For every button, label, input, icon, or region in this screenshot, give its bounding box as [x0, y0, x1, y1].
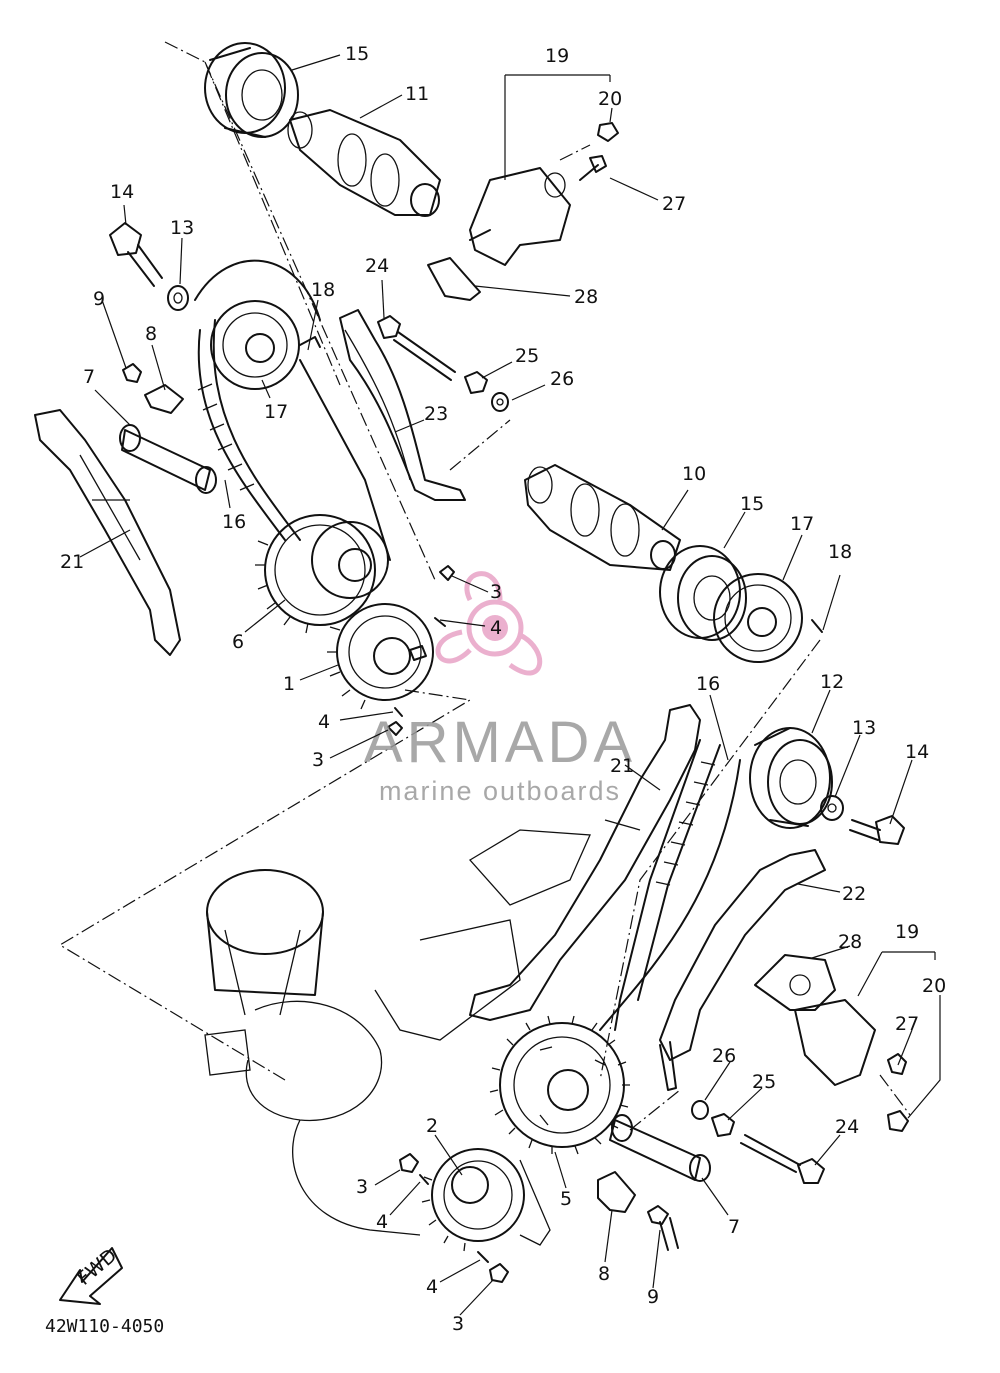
chain-guide-22: [659, 849, 826, 1091]
callout-13: 13: [852, 717, 876, 739]
callout-4: 4: [426, 1276, 438, 1298]
callout-4: 4: [376, 1211, 388, 1233]
crankshaft-outline: [204, 829, 591, 1246]
callout-4: 4: [490, 617, 502, 639]
callout-8: 8: [598, 1263, 610, 1285]
callout-27: 27: [895, 1013, 919, 1035]
callout-4: 4: [318, 711, 330, 733]
callout-16: 16: [696, 673, 720, 695]
callout-15: 15: [740, 493, 764, 515]
callout-28: 28: [574, 286, 598, 308]
callout-15: 15: [345, 43, 369, 65]
callout-26: 26: [712, 1045, 736, 1067]
armada-logo-icon: [435, 571, 543, 676]
callout-17: 17: [790, 513, 814, 535]
guide-bolt-and-nuts-top: [377, 315, 509, 412]
callout-27: 27: [662, 193, 686, 215]
callout-18: 18: [828, 541, 852, 563]
chain-guide-top: [339, 309, 466, 501]
callout-25: 25: [752, 1071, 776, 1093]
timing-chain-rear: [599, 739, 741, 1031]
callout-22: 22: [842, 883, 866, 905]
chain-guide-left: [34, 409, 181, 656]
idler-pulley-12: [749, 727, 833, 829]
chain-tensioner-right: [754, 954, 909, 1132]
callout-21: 21: [60, 551, 84, 573]
callout-5: 5: [560, 1188, 572, 1210]
callout-25: 25: [515, 345, 539, 367]
assembly-guide-lines: [58, 41, 911, 1131]
callout-7: 7: [83, 366, 95, 388]
watermark: ARMADA marine outboards: [364, 571, 636, 806]
callout-19: 19: [895, 921, 919, 943]
callout-7: 7: [728, 1216, 740, 1238]
camshaft-bearing-rear: [659, 545, 747, 641]
callout-28: 28: [838, 931, 862, 953]
callout-3: 3: [356, 1176, 368, 1198]
callout-9: 9: [647, 1286, 659, 1308]
callout-3: 3: [490, 581, 502, 603]
callout-3: 3: [452, 1313, 464, 1335]
cam-sprocket-top: [194, 259, 321, 390]
callout-16: 16: [222, 511, 246, 533]
callout-24: 24: [365, 255, 389, 277]
chain-tensioner-top: [427, 122, 619, 301]
bolt-and-washer-right: [820, 795, 905, 845]
guide-pivot-left: [119, 363, 217, 494]
callout-21: 21: [610, 755, 634, 777]
dowel-pins-upper: [387, 565, 455, 736]
callout-26: 26: [550, 368, 574, 390]
bolt-and-washer-top: [109, 222, 189, 311]
dowel-pins-lower: [399, 1153, 509, 1283]
callout-11: 11: [405, 83, 429, 105]
guide-bolt-and-nuts-rear: [691, 1100, 825, 1184]
watermark-title: ARMADA: [364, 710, 636, 775]
drive-gear-1: [327, 603, 434, 710]
timing-chain-top: [197, 319, 391, 561]
camshaft-top: [287, 109, 441, 217]
callout-24: 24: [835, 1116, 859, 1138]
callout-17: 17: [264, 401, 288, 423]
callout-10: 10: [682, 463, 706, 485]
callout-9: 9: [93, 288, 105, 310]
camshaft-bearing-top: [204, 42, 299, 138]
camshaft-rear: [524, 464, 681, 571]
leader-lines: [79, 54, 941, 1316]
idler-gear-double: [255, 514, 389, 634]
watermark-subtitle: marine outboards: [379, 776, 621, 806]
callout-2: 2: [426, 1115, 438, 1137]
callout-labels: 15 11 19 20 27 28 14 13 24 18 9 8 25 26 …: [60, 43, 946, 1335]
callout-14: 14: [905, 741, 929, 763]
callout-20: 20: [922, 975, 946, 997]
callout-20: 20: [598, 88, 622, 110]
reference-code: 42W110-4050: [45, 1316, 164, 1337]
crank-gear-2: [421, 1148, 525, 1252]
callout-13: 13: [170, 217, 194, 239]
crank-gear-5: [489, 1015, 630, 1155]
chain-guide-right: [469, 704, 701, 1021]
callout-23: 23: [424, 403, 448, 425]
callout-19: 19: [545, 45, 569, 67]
forward-direction-arrow: FWD: [59, 1244, 123, 1305]
callout-12: 12: [820, 671, 844, 693]
guide-pivot-lower: [597, 1114, 711, 1251]
cam-sprocket-rear: [713, 573, 823, 663]
callout-18: 18: [311, 279, 335, 301]
callout-3: 3: [312, 749, 324, 771]
callout-6: 6: [232, 631, 244, 653]
callout-8: 8: [145, 323, 157, 345]
callout-14: 14: [110, 181, 134, 203]
callout-1: 1: [283, 673, 295, 695]
